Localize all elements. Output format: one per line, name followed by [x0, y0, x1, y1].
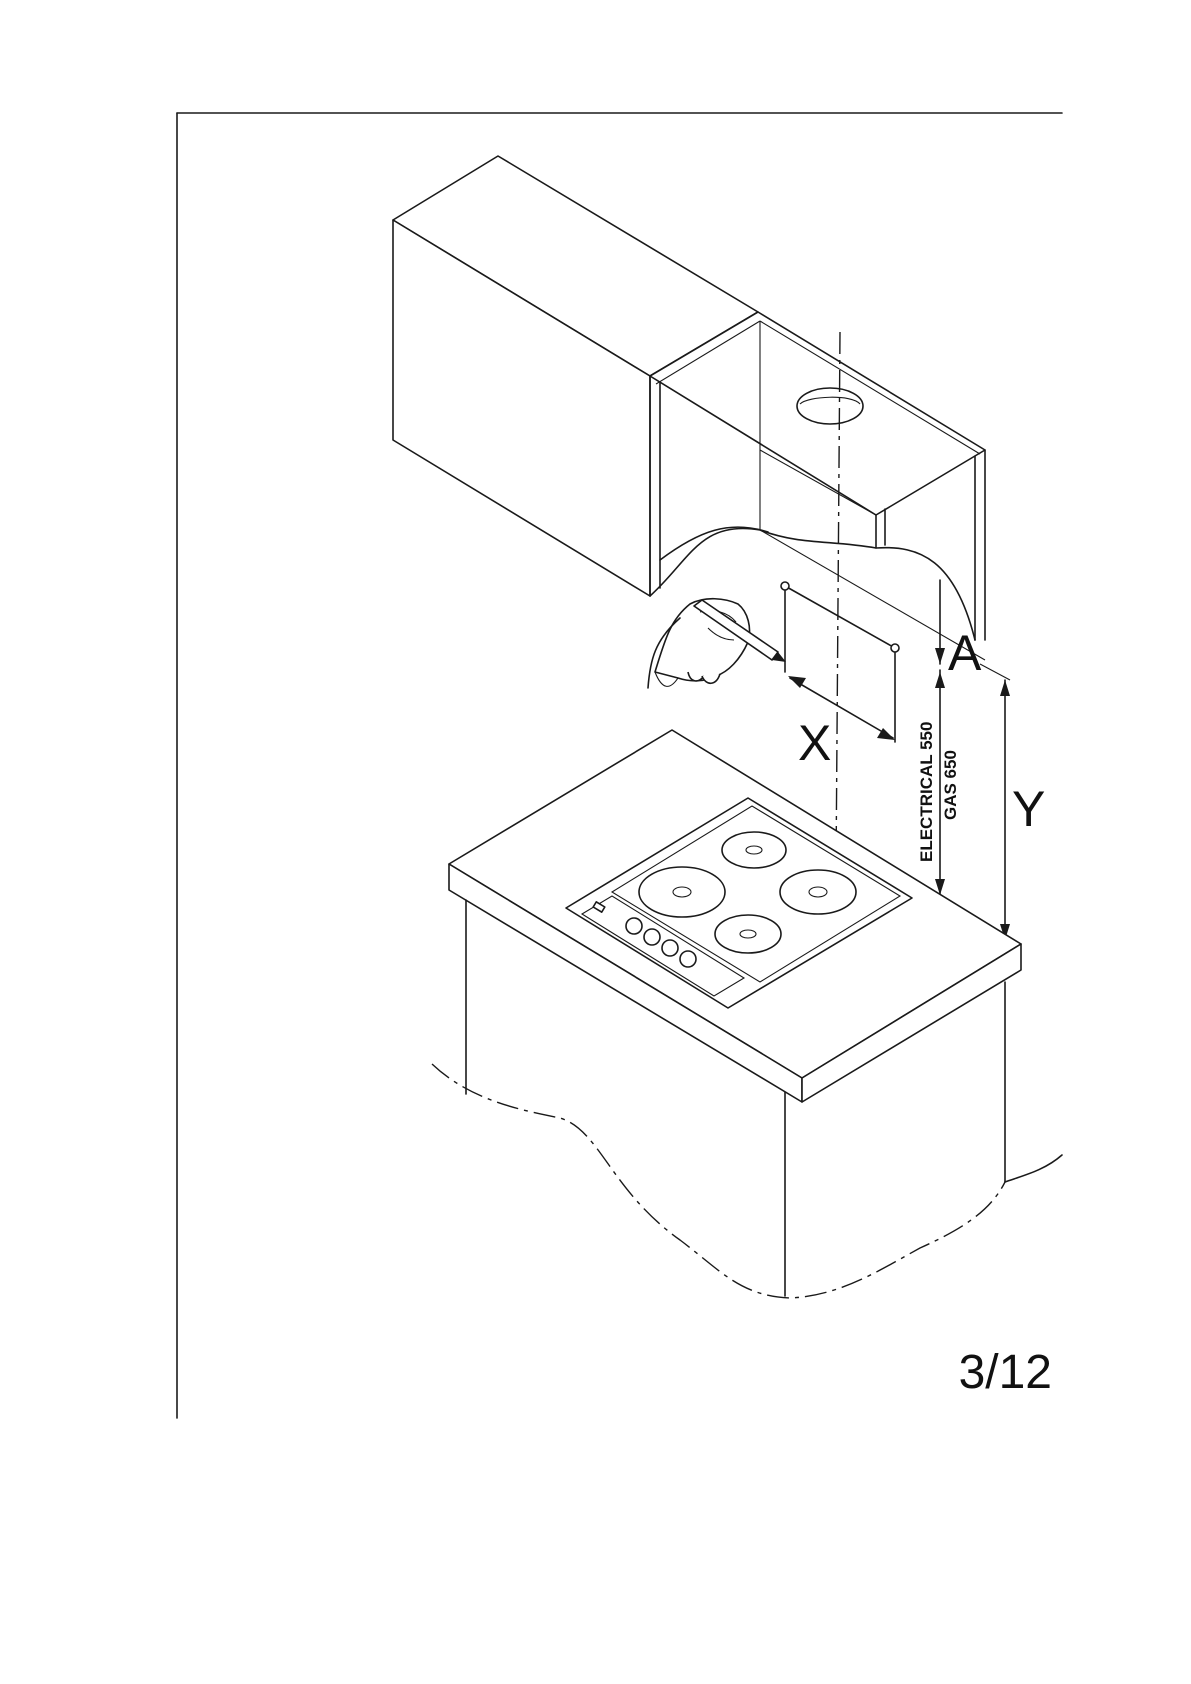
dimension-label-x: X — [798, 715, 831, 771]
gas-clearance-label: GAS 650 — [941, 750, 960, 820]
dimension-label-a: A — [948, 625, 982, 681]
hand-pencil-icon — [648, 599, 786, 688]
electrical-clearance-label: ELECTRICAL 550 — [917, 722, 936, 862]
page-number: 3/12 — [959, 1346, 1052, 1399]
dimension-label-y: Y — [1012, 781, 1045, 837]
